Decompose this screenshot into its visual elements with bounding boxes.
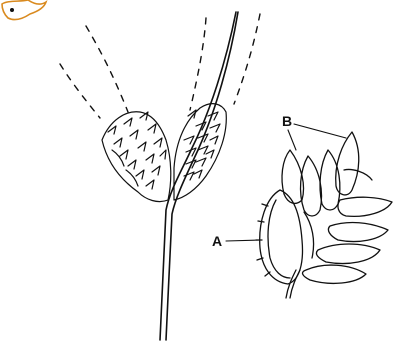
label-a-callout: A xyxy=(212,233,260,249)
spike-cluster-left xyxy=(102,112,171,202)
label-b-callout: B xyxy=(282,113,346,150)
spikelet-detail xyxy=(256,132,392,298)
main-stem xyxy=(160,12,238,340)
map-locator-icon xyxy=(2,0,46,20)
label-a: A xyxy=(212,233,222,249)
label-b: B xyxy=(282,113,292,129)
dashed-leaf-outlines xyxy=(60,14,260,118)
